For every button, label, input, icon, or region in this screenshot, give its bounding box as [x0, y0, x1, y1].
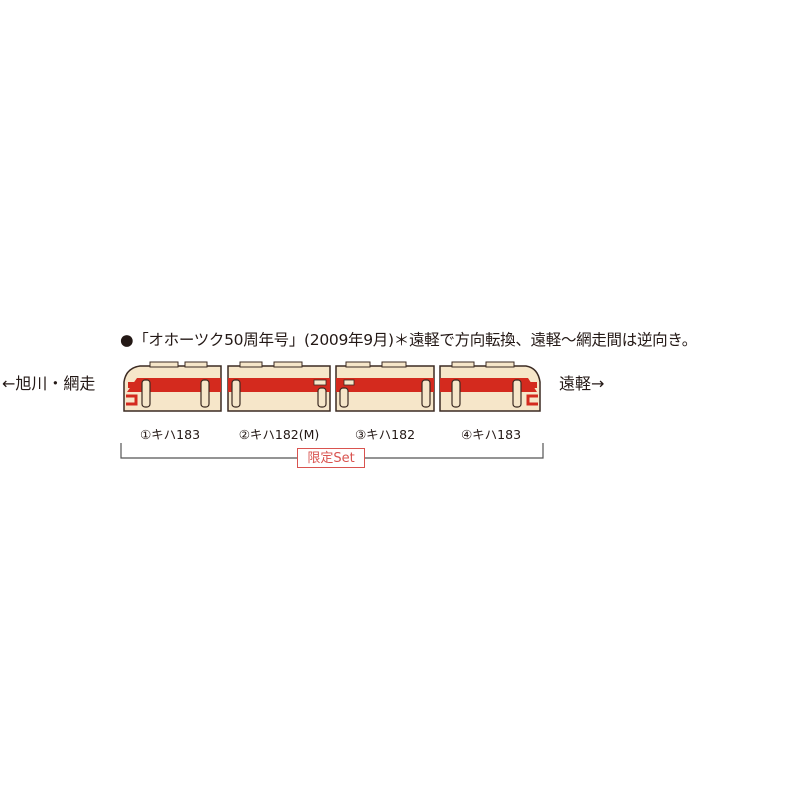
car-2-label: ②キハ182(M) [238, 427, 320, 442]
car-2-kiha182-m [227, 361, 331, 412]
car-4-label: ④キハ183 [460, 427, 522, 442]
direction-left-label: ←旭川・網走 [2, 374, 96, 393]
car-3-label: ③キハ182 [354, 427, 416, 442]
limited-set-badge: 限定Set [297, 448, 365, 468]
formation-caption: ●「オホーツク50周年号」(2009年9月)＊遠軽で方向転換、遠軽～網走間は逆向… [120, 331, 697, 349]
set-bracket [120, 443, 544, 459]
car-1-label: ①キハ183 [139, 427, 201, 442]
car-1-kiha183 [123, 361, 222, 412]
direction-right-label: 遠軽→ [559, 374, 605, 393]
car-4-kiha183 [439, 361, 541, 412]
car-3-kiha182 [335, 361, 435, 412]
